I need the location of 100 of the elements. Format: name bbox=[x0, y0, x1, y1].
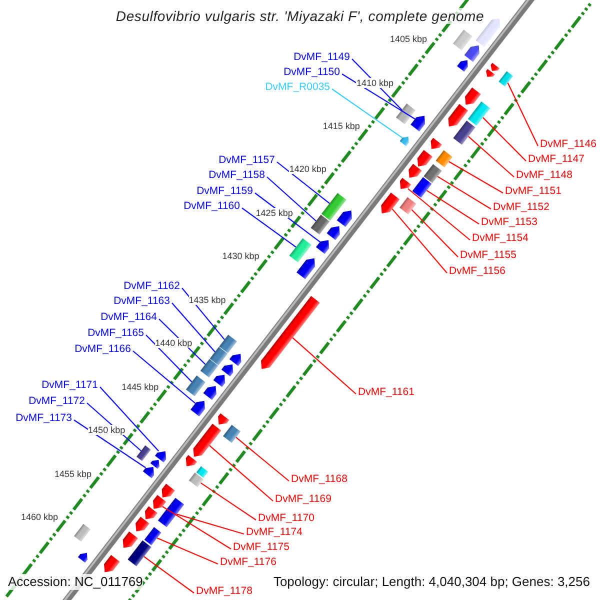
gene-label: DvMF_1166 bbox=[74, 343, 131, 355]
scale-tick-label: 1405 kbp bbox=[390, 34, 428, 44]
leader-line bbox=[132, 350, 196, 404]
gene-feature bbox=[296, 258, 316, 280]
scale-tick-label: 1440 kbp bbox=[155, 338, 192, 348]
gene-label: DvMF_1174 bbox=[246, 526, 302, 538]
gene-feature bbox=[162, 484, 175, 498]
gene-label: DvMF_1149 bbox=[294, 51, 350, 63]
leader-line bbox=[182, 288, 225, 340]
gene-feature bbox=[144, 527, 162, 546]
gene-label: DvMF_1159 bbox=[196, 185, 253, 197]
leader-line bbox=[242, 208, 296, 248]
gene-feature bbox=[74, 524, 91, 542]
gene-label: DvMF_1176 bbox=[220, 556, 276, 568]
leader-line bbox=[200, 482, 256, 520]
gene-feature bbox=[490, 62, 500, 71]
leader-line bbox=[276, 162, 330, 204]
gene-feature bbox=[400, 197, 416, 214]
gene-label: DvMF_1165 bbox=[88, 327, 144, 339]
leader-line bbox=[236, 436, 290, 482]
gene-label: DvMF_1154 bbox=[472, 232, 528, 244]
leader-line bbox=[144, 556, 194, 594]
scale-tick-label: 1460 kbp bbox=[20, 512, 58, 522]
leader-line bbox=[332, 88, 403, 138]
gene-feature bbox=[396, 104, 416, 124]
gene-label: DvMF_1158 bbox=[208, 169, 265, 181]
gene-feature bbox=[400, 136, 409, 146]
gene-feature bbox=[78, 552, 88, 563]
gene-label: DvMF_1152 bbox=[493, 201, 550, 213]
leader-line bbox=[342, 74, 416, 120]
gene-feature bbox=[417, 150, 433, 166]
leader-line bbox=[408, 188, 470, 240]
gene-feature bbox=[448, 104, 468, 126]
leader-line bbox=[146, 334, 192, 382]
leader-line bbox=[162, 506, 232, 550]
gene-label: DvMF_1163 bbox=[114, 295, 170, 307]
gene-label: DvMF_1162 bbox=[124, 280, 180, 292]
gene-label: DvMF_1157 bbox=[218, 154, 275, 166]
gene-label: DvMF_1150 bbox=[284, 66, 340, 78]
scale-tick-label: 1450 kbp bbox=[88, 425, 126, 436]
gene-label: DvMF_1173 bbox=[16, 412, 72, 424]
gene-feature bbox=[200, 359, 218, 378]
gene-feature bbox=[453, 30, 472, 50]
gene-feature bbox=[316, 240, 330, 254]
gene-feature bbox=[400, 178, 412, 190]
gene-label: DvMF_1148 bbox=[516, 169, 572, 181]
gene-label: DvMF_1151 bbox=[505, 185, 562, 197]
genome-info-text: Topology: circular; Length: 4,040,304 bp; Genes: 3,256 bbox=[273, 574, 590, 590]
gene-feature bbox=[436, 150, 453, 168]
gene-feature bbox=[261, 296, 320, 369]
accession-text: Accession: NC_011769 bbox=[8, 574, 143, 590]
gene-feature bbox=[218, 413, 230, 425]
leader-line bbox=[176, 514, 244, 535]
gene-label: DvMF_1156 bbox=[449, 265, 506, 277]
gene-feature bbox=[154, 451, 166, 462]
gene-feature bbox=[326, 226, 340, 240]
leader-line bbox=[482, 117, 526, 162]
leader-line bbox=[411, 209, 458, 258]
gene-feature bbox=[122, 532, 138, 548]
scale-tick-label: 1410 kbp bbox=[356, 78, 394, 88]
gene-feature bbox=[289, 238, 312, 262]
leader-line bbox=[426, 190, 480, 224]
gene-feature bbox=[190, 400, 205, 416]
gene-feature bbox=[498, 71, 514, 87]
gene-feature bbox=[142, 466, 154, 478]
gene-label: DvMF_1147 bbox=[528, 153, 584, 165]
leader-line bbox=[156, 538, 218, 564]
gene-feature bbox=[410, 116, 426, 132]
gene-label: DvMF_1170 bbox=[258, 512, 314, 524]
gene-feature bbox=[221, 364, 234, 376]
gene-feature bbox=[457, 60, 468, 72]
gene-feature bbox=[145, 506, 158, 520]
gene-label: DvMF_1161 bbox=[358, 386, 414, 398]
scale-tick-label: 1425 kbp bbox=[256, 208, 293, 218]
gene-label: DvMF_1168 bbox=[291, 473, 348, 485]
leader-line bbox=[172, 302, 216, 352]
gene-feature bbox=[223, 424, 240, 443]
leader-line bbox=[507, 82, 538, 146]
leader-line bbox=[392, 208, 448, 274]
leader-line bbox=[74, 420, 146, 468]
gene-feature bbox=[136, 445, 151, 461]
gene-feature bbox=[153, 495, 166, 509]
gene-feature bbox=[430, 138, 442, 150]
gene-feature bbox=[336, 210, 352, 227]
gene-label: DvMF_1172 bbox=[28, 395, 85, 407]
gene-feature bbox=[310, 214, 330, 235]
leader-line bbox=[100, 386, 159, 452]
gene-feature bbox=[464, 45, 480, 62]
gene-label: DvMF_R0035 bbox=[265, 81, 330, 93]
gene-feature bbox=[104, 554, 120, 572]
gene-feature bbox=[381, 192, 400, 214]
scale-tick-label: 1430 kbp bbox=[222, 251, 260, 262]
scale-tick-label: 1415 kbp bbox=[322, 120, 360, 131]
scale-tick-label: 1445 kbp bbox=[122, 382, 159, 392]
gene-label: DvMF_1155 bbox=[460, 249, 516, 261]
leader-line bbox=[209, 445, 274, 502]
gene-feature bbox=[196, 466, 208, 478]
gene-feature bbox=[213, 374, 226, 387]
gene-label: DvMF_1175 bbox=[233, 541, 290, 553]
gene-feature bbox=[229, 354, 242, 366]
